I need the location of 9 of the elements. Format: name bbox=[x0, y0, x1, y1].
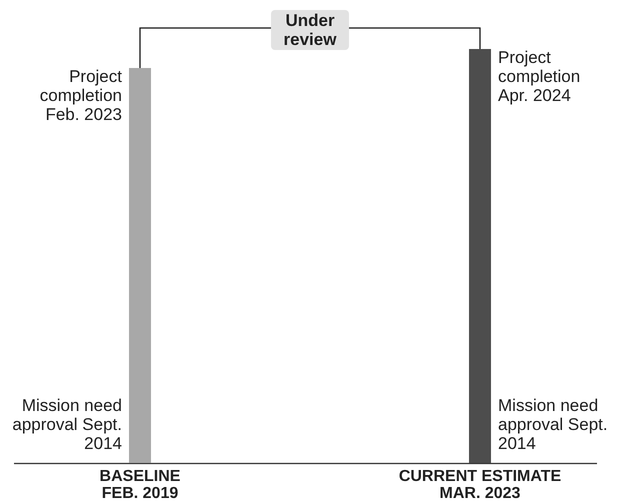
milestone-label: Mission need approval Sept. 2014 bbox=[12, 396, 122, 453]
milestone-label: Mission need approval Sept. 2014 bbox=[498, 396, 608, 453]
axis-label: CURRENT ESTIMATE MAR. 2023 bbox=[398, 468, 562, 502]
timeline-bar bbox=[469, 49, 491, 463]
axis-label: BASELINE FEB. 2019 bbox=[98, 468, 182, 502]
milestone-label: Project completion Apr. 2024 bbox=[498, 48, 582, 105]
edge-label: Under review bbox=[271, 10, 349, 50]
milestone-label: Project completion Feb. 2023 bbox=[38, 67, 122, 124]
timeline-bar bbox=[129, 68, 151, 463]
